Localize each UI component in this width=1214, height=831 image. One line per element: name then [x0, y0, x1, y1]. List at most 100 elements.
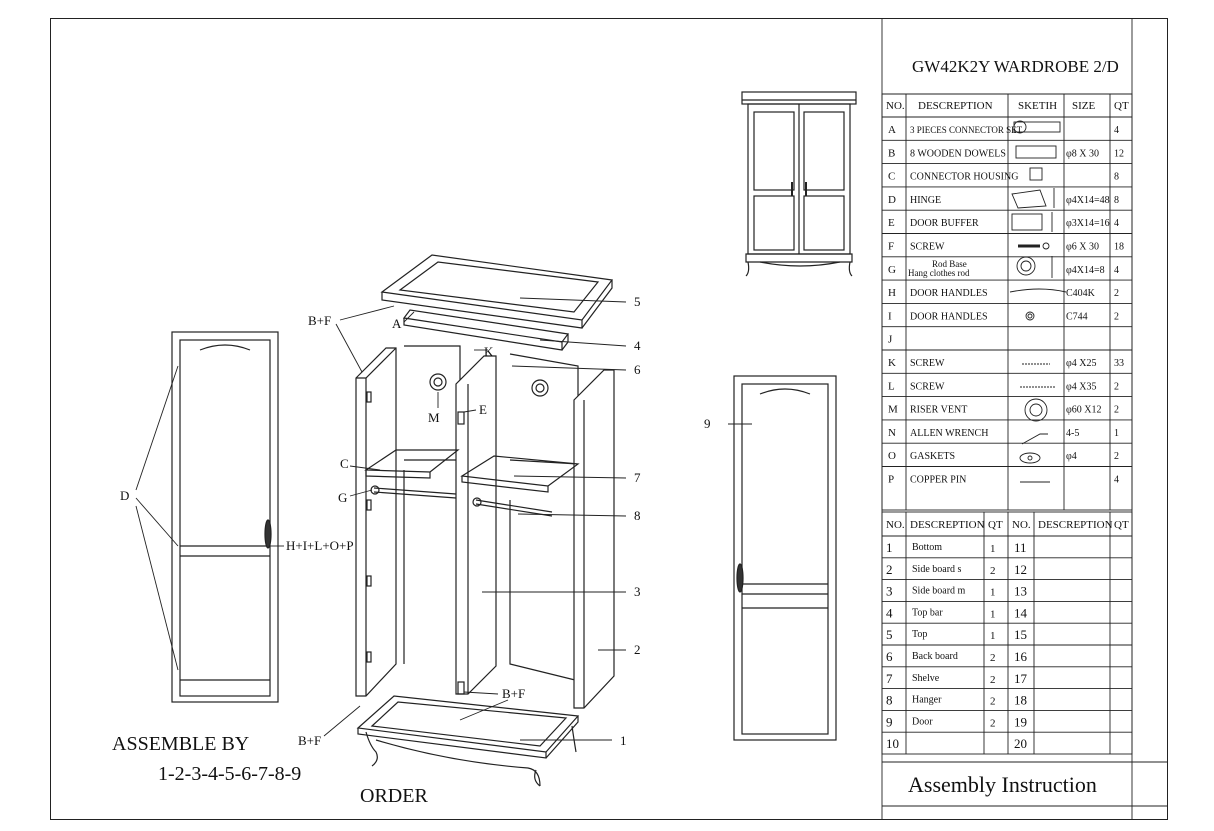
- bottom-base-drawing: [356, 695, 580, 787]
- hardware-row-qt: 4: [1114, 218, 1119, 229]
- hardware-row-desc-2: Hang clothes rod: [908, 268, 970, 278]
- callout-2: 2: [634, 642, 641, 657]
- hardware-row-qt: 2: [1114, 288, 1119, 299]
- parts-row-qt: 1: [990, 630, 996, 642]
- hardware-row-no: H: [888, 287, 896, 299]
- parts-row-desc: Hanger: [912, 695, 942, 706]
- callout-bf-bottom: B+F: [298, 733, 321, 748]
- parts-row-qt: 2: [990, 717, 996, 729]
- hardware-row-no: A: [888, 124, 896, 136]
- hardware-row-size: φ3X14=16: [1066, 218, 1110, 229]
- parts-row-no-right: 11: [1014, 540, 1027, 555]
- hardware-row-desc: 3 PIECES CONNECTOR SET: [910, 125, 1023, 135]
- parts-head-qt: QT: [988, 519, 1003, 531]
- parts-row-desc: Shelve: [912, 673, 940, 684]
- hardware-row-qt: 2: [1114, 451, 1119, 462]
- hardware-row-no: G: [888, 264, 896, 276]
- carcass-drawing: [355, 345, 615, 709]
- hardware-row-qt: 8: [1114, 195, 1119, 206]
- parts-row-no-right: 20: [1014, 736, 1027, 751]
- parts-row-no-right: 15: [1014, 627, 1027, 642]
- callout-8: 8: [634, 508, 641, 523]
- callout-3: 3: [634, 584, 641, 599]
- parts-row-no-right: 12: [1014, 562, 1027, 577]
- hardware-row-no: K: [888, 357, 896, 369]
- callout-7: 7: [634, 470, 641, 485]
- hardware-row-desc: Rod Base: [932, 259, 967, 269]
- hardware-row-qt: 2: [1114, 311, 1119, 322]
- parts-head-qt-2: QT: [1114, 519, 1129, 531]
- hardware-row-qt: 33: [1114, 358, 1124, 369]
- hardware-row-size: φ4: [1066, 451, 1077, 462]
- hardware-row-desc: SCREW: [910, 381, 945, 392]
- hardware-row-qt: 4: [1114, 125, 1119, 136]
- parts-row-no: 10: [886, 736, 899, 751]
- callout-5: 5: [634, 294, 641, 309]
- hardware-row-desc: RISER VENT: [910, 405, 967, 416]
- parts-head-no: NO.: [886, 519, 905, 531]
- right-door-drawing: [733, 375, 837, 741]
- assemble-line-1: ASSEMBLE BY: [112, 733, 249, 755]
- hardware-row-size: 4-5: [1066, 428, 1079, 439]
- parts-row-no: 3: [886, 584, 893, 599]
- hardware-row-desc: COPPER PIN: [910, 475, 966, 486]
- callout-1: 1: [620, 733, 627, 748]
- callout-4: 4: [634, 338, 641, 353]
- assembled-wardrobe-preview: [741, 91, 857, 277]
- hardware-sketches: [1009, 120, 1067, 483]
- parts-row-no: 7: [886, 671, 893, 686]
- parts-row-qt: 2: [990, 565, 996, 577]
- hardware-row-qt: 12: [1114, 148, 1124, 159]
- callout-hilop: H+I+L+O+P: [286, 538, 354, 553]
- parts-row-no: 6: [886, 649, 893, 664]
- hw-head-sketch: SKETIH: [1018, 100, 1057, 112]
- hardware-row-size: φ6 X 30: [1066, 242, 1099, 253]
- hardware-row-size: φ60 X12: [1066, 405, 1102, 416]
- hardware-row-qt: 1: [1114, 428, 1119, 439]
- hw-head-desc: DESCREPTION: [918, 100, 993, 112]
- callout-bf-mid: B+F: [502, 686, 525, 701]
- hardware-row-desc: HINGE: [910, 195, 941, 206]
- parts-row-qt: 2: [990, 696, 996, 708]
- callout-c: C: [340, 456, 349, 471]
- parts-table-rows: [882, 535, 1132, 733]
- footer-label: Assembly Instruction: [908, 772, 1097, 797]
- left-door-drawing: [171, 331, 279, 703]
- parts-row-qt: 1: [990, 608, 996, 620]
- parts-row-no: 5: [886, 627, 893, 642]
- parts-row-no-right: 16: [1014, 649, 1028, 664]
- parts-row-qt: 1: [990, 587, 996, 599]
- hardware-row-no: M: [888, 404, 898, 416]
- parts-row-desc: Side board m: [912, 586, 966, 597]
- hardware-row-size: C744: [1066, 311, 1088, 322]
- parts-head-desc-2: DESCREPTION: [1038, 519, 1113, 531]
- parts-row-no: 8: [886, 693, 893, 708]
- hardware-row-size: φ8 X 30: [1066, 148, 1099, 159]
- hardware-row-desc: DOOR HANDLES: [910, 311, 988, 322]
- hardware-row-no: C: [888, 171, 895, 183]
- hardware-row-no: J: [888, 334, 893, 346]
- hardware-row-qt: 18: [1114, 242, 1124, 253]
- hardware-row-qt: 2: [1114, 405, 1119, 416]
- callout-d: D: [120, 488, 129, 503]
- parts-row-no-right: 19: [1014, 714, 1027, 729]
- parts-row-qt: 2: [990, 652, 996, 664]
- hardware-row-no: P: [888, 474, 894, 486]
- parts-row-desc: Bottom: [912, 542, 942, 553]
- hardware-table-rows: [882, 116, 1132, 467]
- hardware-row-qt: 2: [1114, 381, 1119, 392]
- assemble-line-3: ORDER: [360, 785, 428, 807]
- callout-m: M: [428, 410, 440, 425]
- callout-a: A: [392, 316, 402, 331]
- parts-row-no-right: 14: [1014, 605, 1028, 620]
- parts-row-no: 9: [886, 714, 893, 729]
- hardware-row-size: φ4X14=48: [1066, 195, 1110, 206]
- hardware-row-desc: ALLEN WRENCH: [910, 428, 988, 439]
- callout-k: K: [484, 344, 494, 359]
- parts-row-no: 4: [886, 605, 893, 620]
- hardware-row-qt: 4: [1114, 265, 1119, 276]
- hardware-row-desc: SCREW: [910, 242, 945, 253]
